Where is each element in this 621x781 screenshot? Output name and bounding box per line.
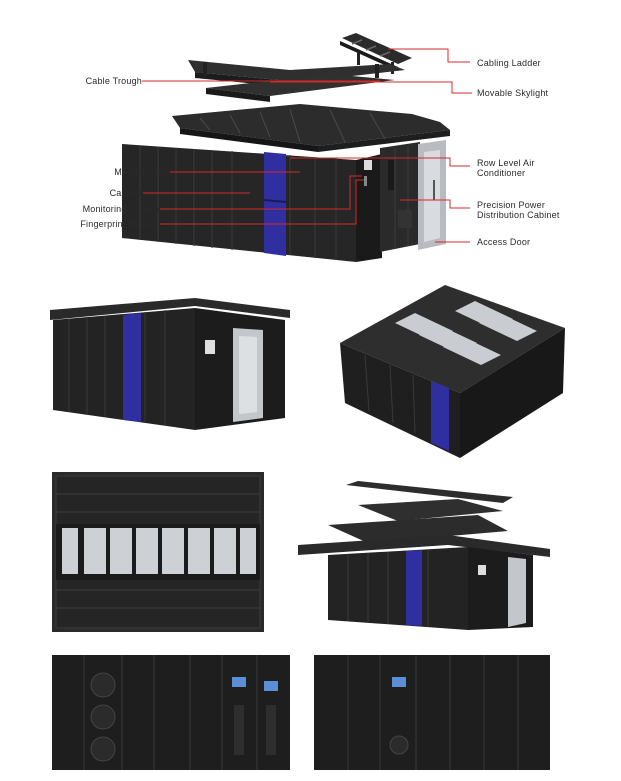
movable-skylight — [172, 104, 450, 152]
callout-row-ac-line2: Conditioner — [477, 168, 526, 178]
fingerprint-reader — [364, 176, 367, 186]
callout-monitoring-screen: Monitoring Screen — [82, 204, 159, 214]
front-elevation-left — [52, 655, 290, 770]
callout-access-door: Access Door — [477, 237, 531, 247]
front-elevation-right — [314, 655, 550, 770]
callout-pdu-line2: Distribution Cabinet — [477, 210, 560, 220]
exploded-view: Cable Trough Modular UPS Cabinet Monitor… — [0, 0, 621, 275]
cabinet-row — [122, 144, 382, 262]
closed-module-perspective — [45, 290, 295, 440]
top-perspective — [335, 283, 575, 463]
modular-ups-panel — [264, 152, 286, 256]
top-plan — [52, 472, 264, 632]
callout-cable-trough: Cable Trough — [85, 76, 142, 86]
monitoring-screen — [364, 160, 372, 170]
callout-fingerprint-reader: Fingerprint Reader — [80, 219, 159, 229]
exploded-view-drawing — [122, 33, 472, 262]
callout-modular-ups: Modular UPS — [114, 167, 170, 177]
exploded-view-small — [298, 475, 553, 635]
callout-cabling-ladder: Cabling Ladder — [477, 58, 541, 68]
leader-lines — [142, 48, 472, 243]
callout-movable-skylight: Movable Skylight — [477, 88, 549, 98]
access-door — [418, 140, 446, 250]
cable-trough — [188, 60, 405, 102]
callout-cabinet: Cabinet — [109, 188, 142, 198]
precision-pdu — [380, 142, 420, 252]
callout-pdu-line1: Precision Power — [477, 200, 546, 210]
callout-row-ac-line1: Row Level Air — [477, 158, 535, 168]
